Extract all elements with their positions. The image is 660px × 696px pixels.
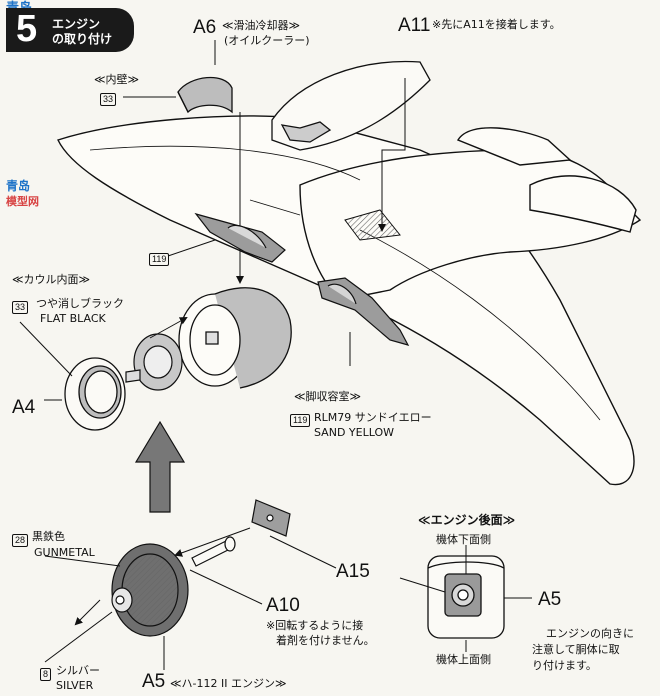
a10-note-2: 着剤を付けません。	[276, 634, 375, 647]
engine-cowl	[178, 287, 292, 389]
wheel-well-color-jp: RLM79 サンドイエロー	[314, 411, 432, 424]
a11-note: ※先にA11を接着します。	[432, 18, 561, 31]
part-id-a4: A4	[12, 397, 36, 418]
aircraft-airframe	[57, 115, 642, 486]
gunmetal-code: 28	[12, 530, 29, 547]
a6-part	[177, 76, 233, 114]
wheel-well-label: ≪脚収容室≫	[294, 390, 362, 403]
bulkhead-code: 119	[149, 249, 170, 266]
color-code-119-top: 119	[149, 253, 170, 266]
a6-desc-1: ≪滑油冷却器≫	[222, 19, 301, 32]
color-code-33-cowl: 33	[12, 301, 29, 314]
engine-rear-a5: A5	[538, 589, 562, 610]
part-id-a11: A11	[398, 15, 431, 36]
a5-desc: ≪ハ-112 II エンジン≫	[170, 677, 287, 690]
silver-color-jp: シルバー	[56, 664, 100, 677]
a10-shaft	[191, 536, 236, 567]
gunmetal-color-jp: 黒鉄色	[32, 530, 65, 543]
silver-code: 8	[40, 664, 52, 681]
engine-rear-note-3: り付けます。	[532, 659, 597, 672]
color-code-8: 8	[40, 668, 52, 681]
a6-desc-2: (オイルクーラー)	[224, 34, 310, 47]
step-title-line1: エンジン	[52, 17, 101, 31]
engine-rear-note-1: エンジンの向きに	[546, 627, 634, 640]
a11-recess	[344, 209, 401, 241]
assembly-direction-arrow	[134, 420, 186, 513]
cowl-inner-color-jp: つや消しブラック	[36, 297, 124, 310]
engine-rear-title: ≪エンジン後面≫	[418, 513, 516, 527]
inner-wall-code: 33	[100, 89, 117, 106]
color-code-119: 119	[290, 414, 311, 427]
a10-note-1: ※回転するように接	[266, 619, 364, 632]
gunmetal-color-en: GUNMETAL	[34, 546, 95, 559]
tail-plane	[529, 175, 637, 233]
step-title: エンジン の取り付け	[52, 17, 112, 47]
step-title-line2: の取り付け	[52, 32, 113, 46]
engine-rear-bottom-side: 機体下面側	[436, 533, 491, 546]
a4-cowl-ring	[64, 357, 126, 431]
cowl-inner-color-en: FLAT BLACK	[40, 312, 106, 325]
cowl-inner-label: ≪カウル内面≫	[12, 273, 91, 286]
engine-front	[125, 333, 183, 391]
part-id-a15: A15	[336, 561, 370, 582]
step-badge: 5 エンジン の取り付け	[6, 8, 134, 52]
a15-plate	[251, 499, 291, 537]
part-id-a5: A5	[142, 671, 166, 692]
part-id-a10: A10	[266, 595, 300, 616]
silver-color-en: SILVER	[56, 679, 94, 692]
step-number: 5	[16, 8, 38, 50]
color-code-28: 28	[12, 534, 29, 547]
cowl-inner-code: 33	[12, 297, 29, 314]
a11-part	[271, 60, 431, 151]
watermark-side-2: 青岛	[6, 179, 31, 193]
engine-rear-note-2: 注意して胴体に取	[532, 643, 620, 656]
color-code-33: 33	[100, 93, 117, 106]
inner-wall-label: ≪内壁≫	[94, 73, 140, 86]
engine-rear-top-side: 機体上面側	[436, 653, 491, 666]
tail-fin	[456, 127, 572, 166]
watermark-side: 模型网	[6, 195, 39, 208]
wheel-well-color-en: SAND YELLOW	[314, 426, 394, 439]
wheel-well	[317, 277, 410, 346]
engine-rear-view	[427, 555, 505, 639]
part-id-a6: A6	[193, 17, 217, 38]
a5-engine	[111, 543, 189, 637]
inner-bulkhead	[194, 212, 286, 263]
wheel-well-code: 119	[290, 410, 311, 427]
